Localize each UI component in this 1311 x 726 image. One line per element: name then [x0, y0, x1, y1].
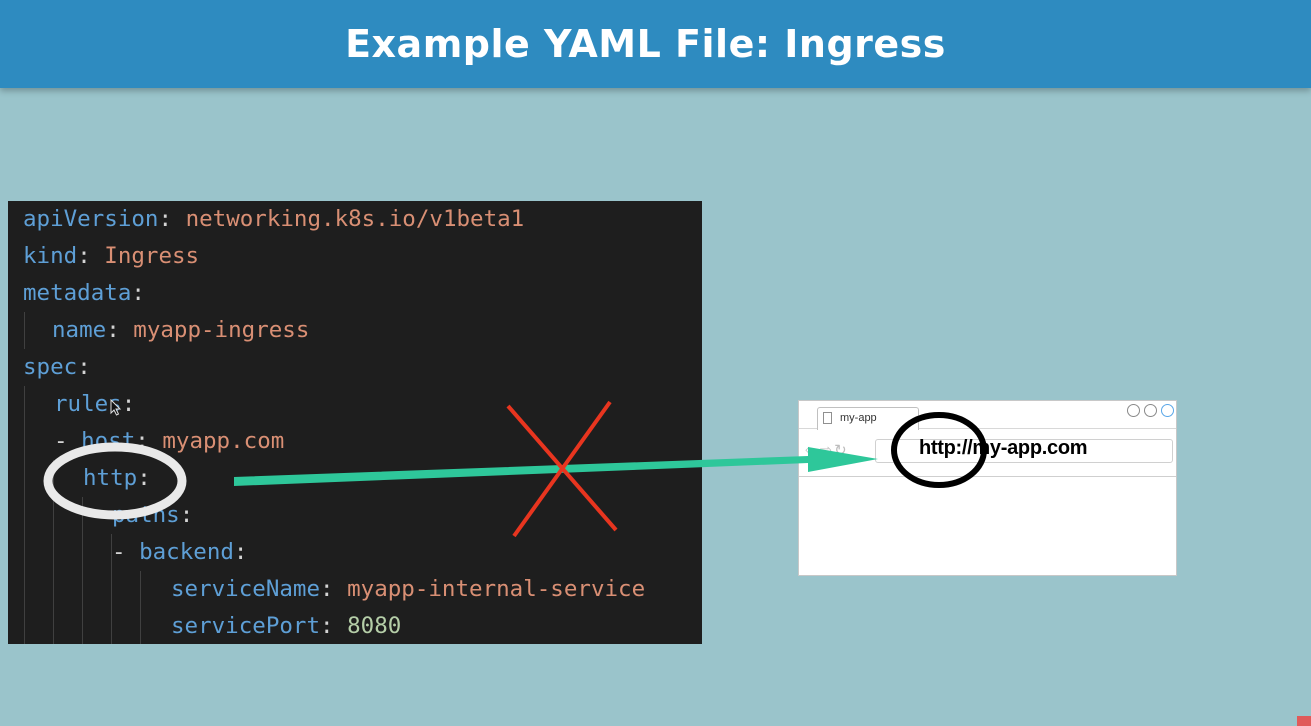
corner-badge	[1297, 716, 1311, 726]
yaml-key: paths	[112, 502, 180, 528]
minimize-button[interactable]	[1127, 404, 1140, 417]
maximize-button[interactable]	[1144, 404, 1157, 417]
yaml-key: kind	[23, 243, 78, 269]
yaml-colon: :	[137, 465, 151, 491]
address-url: http://my-app.com	[919, 437, 1088, 459]
toolbar-divider	[799, 476, 1176, 477]
yaml-key: apiVersion	[23, 206, 159, 232]
yaml-key: serviceName	[171, 576, 321, 602]
browser-nav-icons[interactable]: ⇦⇨↻	[805, 441, 849, 459]
yaml-line-backend: - backend:	[112, 534, 247, 571]
tab-strip-divider	[799, 428, 1176, 429]
indent-guide	[24, 386, 25, 644]
indent-guide	[53, 460, 54, 644]
browser-window: my-app ⇦⇨↻ http://my-app.com	[798, 400, 1177, 576]
yaml-line-name: name: myapp-ingress	[52, 312, 309, 349]
yaml-value: Ingress	[104, 243, 200, 269]
indent-guide	[82, 497, 83, 644]
yaml-line-spec: spec:	[23, 349, 91, 386]
yaml-key: http	[83, 465, 138, 491]
yaml-colon: :	[233, 539, 248, 565]
browser-tab-title: my-app	[840, 412, 877, 424]
yaml-colon: :	[121, 391, 136, 417]
yaml-key: host	[81, 428, 136, 454]
yaml-value: myapp-ingress	[133, 317, 310, 343]
yaml-line-serviceport: servicePort: 8080	[171, 608, 401, 644]
yaml-key: backend	[139, 539, 234, 565]
slide-title: Example YAML File: Ingress	[345, 22, 946, 66]
yaml-line-rules: rules:	[54, 386, 135, 423]
yaml-colon: :	[320, 576, 348, 602]
yaml-colon: :	[77, 354, 91, 380]
indent-guide	[24, 312, 25, 349]
page-icon	[823, 412, 832, 424]
browser-tab[interactable]: my-app	[817, 407, 919, 430]
yaml-key: name	[52, 317, 107, 343]
yaml-colon: :	[135, 428, 163, 454]
yaml-line-apiversion: apiVersion: networking.k8s.io/v1beta1	[23, 201, 524, 238]
yaml-colon: :	[106, 317, 134, 343]
yaml-key: spec	[23, 354, 78, 380]
yaml-value: networking.k8s.io/v1beta1	[185, 206, 525, 232]
mouse-cursor-icon	[110, 399, 122, 416]
yaml-line-http: http:	[83, 460, 151, 497]
yaml-value: myapp.com	[162, 428, 285, 454]
yaml-line-host: - host: myapp.com	[54, 423, 284, 460]
yaml-colon: :	[131, 280, 145, 306]
yaml-number-value: 8080	[347, 613, 402, 639]
yaml-code-panel: apiVersion: networking.k8s.io/v1beta1 ki…	[8, 201, 702, 644]
yaml-line-kind: kind: Ingress	[23, 238, 199, 275]
yaml-key: rules	[54, 391, 122, 417]
slide-title-bar: Example YAML File: Ingress	[0, 0, 1311, 88]
yaml-colon: :	[320, 613, 348, 639]
yaml-line-metadata: metadata:	[23, 275, 145, 312]
indent-guide	[140, 571, 141, 644]
yaml-key: metadata	[23, 280, 132, 306]
close-button[interactable]	[1161, 404, 1174, 417]
yaml-line-servicename: serviceName: myapp-internal-service	[171, 571, 645, 608]
yaml-dash: -	[112, 539, 140, 565]
yaml-colon: :	[77, 243, 105, 269]
yaml-colon: :	[179, 502, 194, 528]
yaml-key: servicePort	[171, 613, 321, 639]
yaml-line-paths: paths:	[112, 497, 193, 534]
indent-guide	[111, 534, 112, 644]
yaml-colon: :	[158, 206, 186, 232]
yaml-dash: -	[54, 428, 82, 454]
yaml-value: myapp-internal-service	[347, 576, 646, 602]
